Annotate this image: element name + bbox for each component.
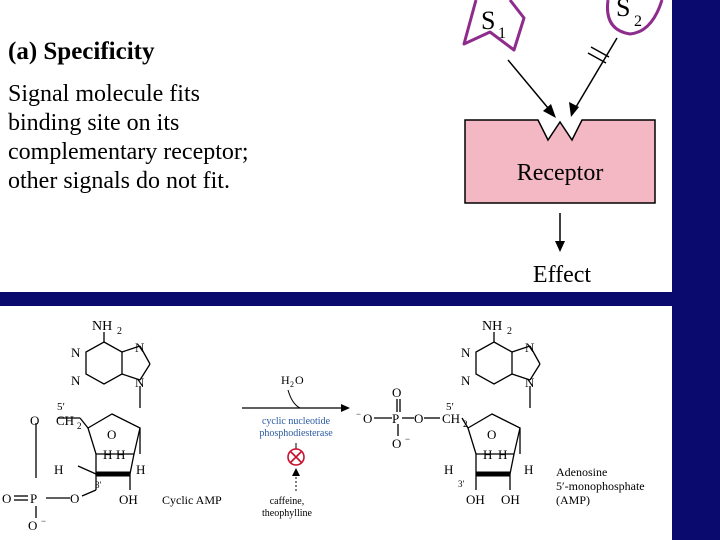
ch2-subscript: 2 <box>463 419 468 429</box>
hydroxyl-label: OH <box>119 492 138 507</box>
effect-arrowhead <box>555 241 565 252</box>
oxygen-label: O <box>28 518 37 533</box>
five-prime-label: 5′ <box>57 401 65 413</box>
effect-label: Effect <box>533 262 592 288</box>
negative-charge: − <box>405 434 410 444</box>
signal-s2-shape <box>605 0 664 36</box>
oxygen-label: O <box>392 385 401 400</box>
phosphorus-label: P <box>30 491 37 506</box>
s1-arrowhead <box>543 104 556 118</box>
oxygen-label: O <box>2 491 11 506</box>
inhibitor-line2: theophylline <box>262 508 313 519</box>
five-prime-label: 5′ <box>446 401 454 413</box>
section-heading: (a) Specificity <box>8 38 155 65</box>
three-prime-label: 3′ <box>95 480 102 490</box>
amine-label: NH <box>92 319 112 334</box>
hydroxyl-label: OH <box>466 492 485 507</box>
hydrogen-label: H <box>103 447 112 462</box>
ch2-label: CH <box>442 411 460 426</box>
signal-s2-label: S <box>616 0 630 22</box>
receptor-diagram: S 1 S 2 Receptor Effect <box>462 0 664 288</box>
hydrogen-label: H <box>136 462 145 477</box>
hydrogen-label: H <box>116 447 125 462</box>
oxygen-label: O <box>392 436 401 451</box>
water-label: H <box>281 373 290 387</box>
water-arrow <box>287 389 301 409</box>
oxygen-label: O <box>30 413 39 428</box>
product-name-line3: (AMP) <box>556 493 590 507</box>
product-name-line1: Adenosine <box>556 465 607 479</box>
atom-n: N <box>135 375 145 390</box>
amp-structure <box>374 332 541 490</box>
three-prime-label: 3′ <box>458 479 465 489</box>
s2-arrowhead <box>569 102 579 117</box>
camp-hydrolysis-panel: NH 2 N N N N O 5′ CH 2 O H H H H 3′ O OH… <box>0 306 672 540</box>
signal-s1-label: S <box>481 6 495 35</box>
block-mark <box>590 46 610 58</box>
atom-n: N <box>525 375 535 390</box>
ch2-label: CH <box>56 413 74 428</box>
phosphorus-label: P <box>392 411 399 426</box>
description-line: binding site on its <box>8 110 180 136</box>
oxygen-label: O <box>363 411 372 426</box>
signal-s1-shape <box>462 0 526 52</box>
atom-n: N <box>461 345 471 360</box>
specificity-description: Signal molecule fits binding site on its… <box>8 80 348 196</box>
s1-binding-arrow <box>507 59 554 115</box>
atom-n: N <box>525 340 535 355</box>
ch2-subscript: 2 <box>77 421 82 431</box>
amine-subscript: 2 <box>117 326 122 337</box>
inhibition-icon <box>287 448 305 466</box>
hydrogen-label: H <box>483 447 492 462</box>
atom-n: N <box>135 340 145 355</box>
receptor-label: Receptor <box>517 160 604 186</box>
receptor-box <box>464 119 656 204</box>
negative-charge: − <box>356 409 361 419</box>
hydroxyl-label: OH <box>501 492 520 507</box>
product-name-line2: 5′-monophosphate <box>556 479 645 493</box>
s2-blocked-arrow <box>572 37 618 113</box>
ring-oxygen: O <box>487 427 496 442</box>
camp-reaction-diagram: NH 2 N N N N O 5′ CH 2 O H H H H 3′ O OH… <box>2 319 645 533</box>
hydrogen-label: H <box>498 447 507 462</box>
hydrogen-label: H <box>444 462 453 477</box>
cyclic-amp-structure <box>14 332 151 518</box>
hydrogen-label: H <box>524 462 533 477</box>
cyclic-amp-label: Cyclic AMP <box>162 493 222 507</box>
enzyme-name-line1: cyclic nucleotide <box>262 416 331 427</box>
water-oxygen: O <box>295 373 304 387</box>
negative-charge: − <box>41 516 46 526</box>
signal-s1-subscript: 1 <box>498 25 506 42</box>
reaction-arrowhead <box>341 404 350 412</box>
oxygen-label: O <box>70 491 79 506</box>
ring-oxygen: O <box>107 427 116 442</box>
oxygen-label: O <box>414 411 423 426</box>
atom-n: N <box>71 345 81 360</box>
inhibitor-line1: caffeine, <box>270 496 305 507</box>
atom-n: N <box>71 373 81 388</box>
amine-label: NH <box>482 319 502 334</box>
hydrogen-label: H <box>54 462 63 477</box>
description-line: Signal molecule fits <box>8 81 200 107</box>
description-line: complementary receptor; <box>8 139 249 165</box>
water-subscript: 2 <box>290 380 294 389</box>
block-mark <box>587 52 607 64</box>
atom-n: N <box>461 373 471 388</box>
specificity-panel: (a) Specificity Signal molecule fits bin… <box>0 0 672 292</box>
enzyme-name-line2: phosphodiesterase <box>259 428 333 439</box>
inhibitor-arrowhead <box>292 468 300 476</box>
signal-s2-subscript: 2 <box>634 13 642 30</box>
description-line: other signals do not fit. <box>8 168 230 194</box>
amine-subscript: 2 <box>507 326 512 337</box>
